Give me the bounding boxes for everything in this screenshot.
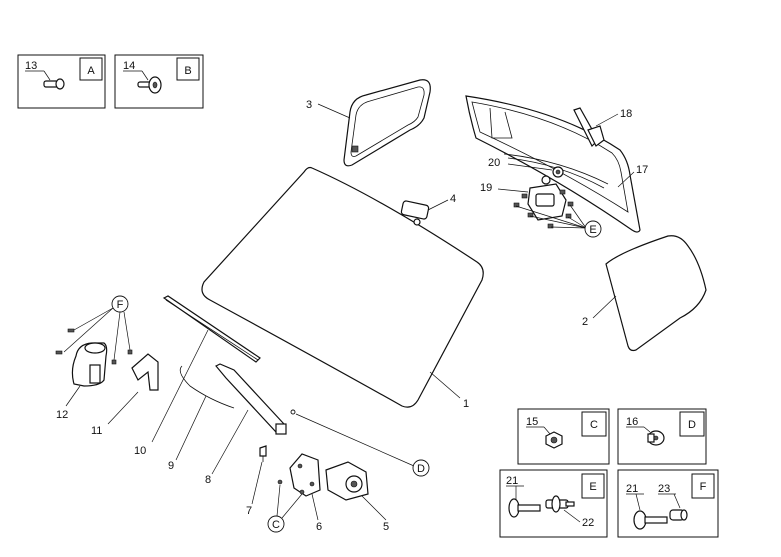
callout-18: 18 — [620, 108, 632, 120]
callout-20: 20 — [488, 157, 500, 169]
washer-hose-9 — [179, 365, 235, 409]
sleeve-23-icon — [669, 509, 688, 521]
callout-3: 3 — [306, 99, 312, 111]
callout-17: 17 — [636, 164, 648, 176]
grommet-21-f-icon — [633, 510, 668, 530]
quarter-glass-2 — [605, 235, 707, 352]
callout-13: 13 — [25, 60, 37, 72]
clip-14-icon — [137, 76, 162, 94]
legend-letter-d: D — [688, 419, 696, 431]
rear-wiper-motor-19 — [527, 175, 567, 221]
nut-20 — [552, 166, 564, 178]
wiper-arm-8 — [215, 363, 287, 435]
clip-d-dot — [290, 409, 296, 415]
callout-circle-d — [412, 459, 430, 477]
callout-15: 15 — [526, 416, 538, 428]
rear-wiper-arm-18 — [573, 107, 605, 148]
callout-23: 23 — [658, 483, 670, 495]
callout-letter-d: D — [417, 463, 425, 475]
callout-5: 5 — [383, 521, 389, 533]
callout-7: 7 — [246, 505, 252, 517]
bracket-11 — [131, 353, 159, 391]
wiper-blade-10 — [162, 295, 261, 363]
clip-16-icon — [647, 430, 665, 446]
rear-view-mirror-4 — [400, 200, 430, 226]
bolt-13-icon — [43, 78, 65, 90]
callout-12: 12 — [56, 409, 68, 421]
wiper-motor-5 — [325, 461, 369, 501]
callout-16: 16 — [626, 416, 638, 428]
legend-box-c: C 15 — [517, 408, 610, 465]
callout-f-leaders — [55, 307, 133, 365]
quarter-glass-3 — [343, 79, 431, 167]
callout-letter-f: F — [117, 299, 124, 311]
windshield-1 — [201, 166, 484, 408]
callout-letter-c: C — [272, 519, 280, 531]
callout-2: 2 — [582, 316, 588, 328]
callout-4: 4 — [450, 193, 456, 205]
legend-letter-f: F — [700, 481, 707, 493]
legend-letter-a: A — [87, 65, 95, 77]
callout-circle-e — [584, 220, 602, 238]
nut-15-icon — [545, 431, 563, 449]
callout-21-f: 21 — [626, 483, 638, 495]
callout-6: 6 — [316, 521, 322, 533]
pin-22-icon — [545, 495, 575, 513]
legend-box-d: D 16 — [617, 408, 707, 465]
legend-box-f: F 21 23 — [617, 469, 719, 538]
callout-21-e: 21 — [506, 475, 518, 487]
callout-e-leaders — [515, 204, 587, 229]
callout-22: 22 — [582, 517, 594, 529]
callout-10: 10 — [134, 445, 146, 457]
callout-8: 8 — [205, 474, 211, 486]
callout-circle-c — [267, 515, 285, 533]
callout-14: 14 — [123, 60, 135, 72]
legend-box-a: A 13 — [17, 54, 106, 109]
washer-reservoir-12 — [71, 342, 108, 387]
callout-19: 19 — [480, 182, 492, 194]
nut-7 — [259, 445, 267, 462]
callout-9: 9 — [168, 460, 174, 472]
grommet-21-icon — [508, 498, 541, 518]
legend-letter-c: C — [590, 419, 598, 431]
legend-box-e: E 21 22 — [499, 469, 608, 538]
legend-box-b: B 14 — [114, 54, 204, 109]
wiper-linkage-6 — [277, 453, 321, 497]
legend-letter-b: B — [184, 65, 191, 77]
callout-1: 1 — [463, 398, 469, 410]
screws-e — [513, 189, 574, 229]
callout-letter-e: E — [589, 224, 596, 236]
callout-11: 11 — [91, 425, 102, 437]
legend-letter-e: E — [589, 481, 596, 493]
